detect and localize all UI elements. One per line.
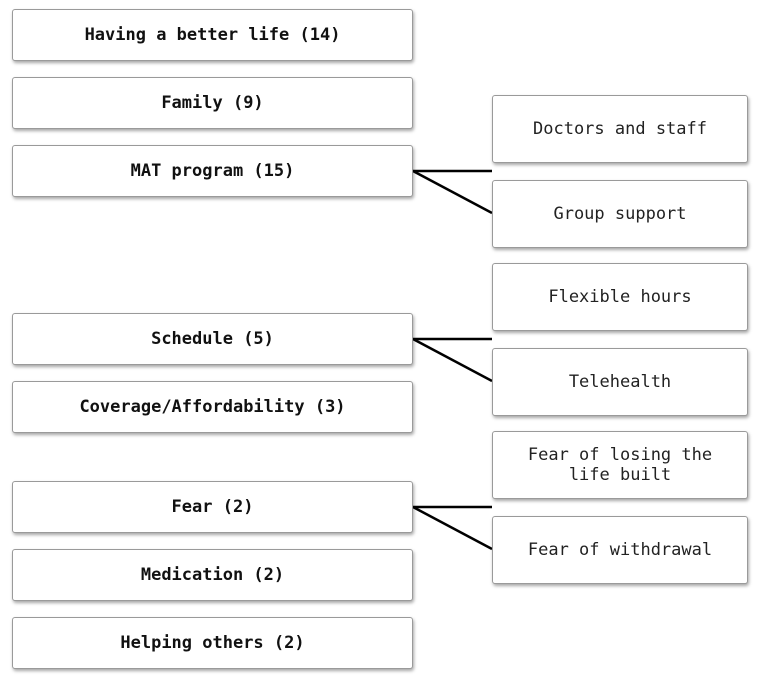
subtheme-box-fear-withdrawal: Fear of withdrawal [492, 516, 748, 584]
theme-box-fear: Fear (2) [12, 481, 413, 533]
subtheme-box-group-support: Group support [492, 180, 748, 248]
theme-box-better-life: Having a better life (14) [12, 9, 413, 61]
theme-box-helping-others: Helping others (2) [12, 617, 413, 669]
theme-label: Schedule (5) [151, 329, 274, 349]
theme-label: Family (9) [161, 93, 264, 113]
connector-fear-withdrawal [412, 505, 493, 551]
subtheme-label: Group support [553, 204, 687, 224]
subtheme-label: Fear of losing the life built [527, 445, 713, 485]
subtheme-box-doctors-staff: Doctors and staff [492, 95, 748, 163]
theme-label: Fear (2) [171, 497, 254, 517]
theme-box-schedule: Schedule (5) [12, 313, 413, 365]
connector-schedule-telehealth [412, 337, 493, 383]
connector-mat-group [412, 169, 493, 215]
theme-label: Helping others (2) [120, 633, 305, 653]
subtheme-label: Fear of withdrawal [527, 540, 713, 560]
theme-box-medication: Medication (2) [12, 549, 413, 601]
subtheme-box-flexible-hours: Flexible hours [492, 263, 748, 331]
theme-box-mat-program: MAT program (15) [12, 145, 413, 197]
subtheme-label: Doctors and staff [533, 119, 707, 139]
subtheme-box-telehealth: Telehealth [492, 348, 748, 416]
subtheme-label: Flexible hours [548, 287, 692, 307]
theme-label: Medication (2) [140, 565, 285, 585]
subtheme-label: Telehealth [568, 372, 672, 392]
theme-box-coverage: Coverage/Affordability (3) [12, 381, 413, 433]
theme-label: MAT program (15) [130, 161, 295, 181]
theme-label: Having a better life (14) [84, 25, 341, 45]
theme-label: Coverage/Affordability (3) [79, 397, 346, 417]
theme-box-family: Family (9) [12, 77, 413, 129]
subtheme-box-fear-losing: Fear of losing the life built [492, 431, 748, 499]
